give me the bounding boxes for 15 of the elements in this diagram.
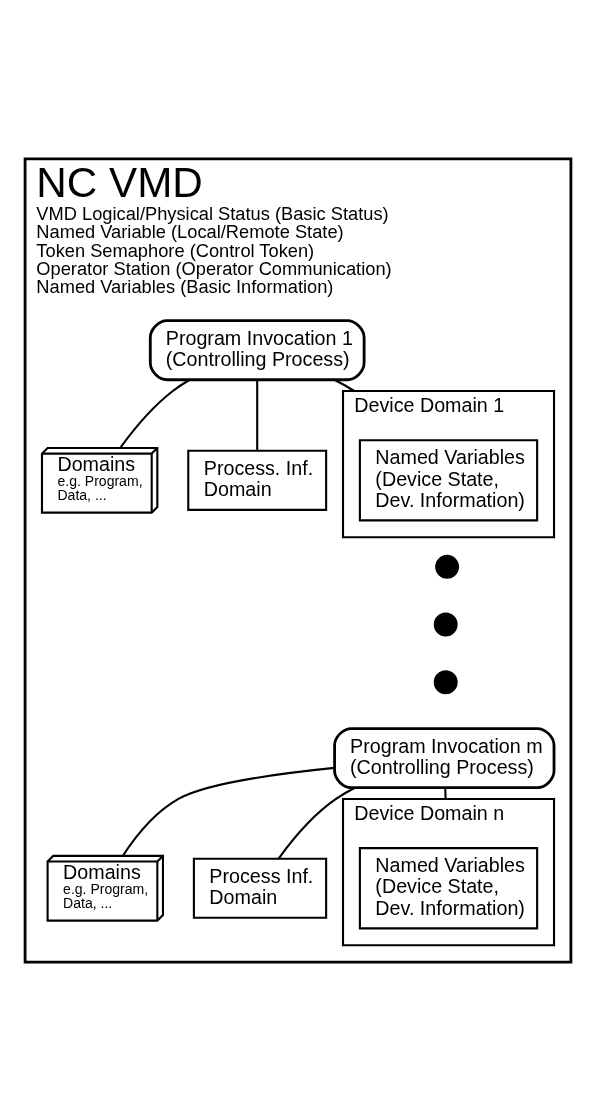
node-box: Program Invocation m (Controlling Process) <box>333 726 556 789</box>
connector <box>333 378 355 392</box>
connector <box>277 786 356 859</box>
connector <box>122 766 335 856</box>
node-box: Process Inf. Domain <box>192 857 328 919</box>
node-box: Process. Inf. Domain <box>187 449 328 511</box>
connector <box>119 378 190 448</box>
node-box: Named Variables (Device State, Dev. Information) <box>358 846 539 929</box>
connector <box>256 379 259 451</box>
node-circle <box>433 612 458 636</box>
node-box: Named Variables (Device State, Dev. Information) <box>358 438 539 521</box>
connector <box>444 787 447 799</box>
node-circle <box>433 669 458 694</box>
node-box: Program Invocation 1 (Controlling Process) <box>148 318 366 381</box>
node-circle <box>435 554 460 579</box>
